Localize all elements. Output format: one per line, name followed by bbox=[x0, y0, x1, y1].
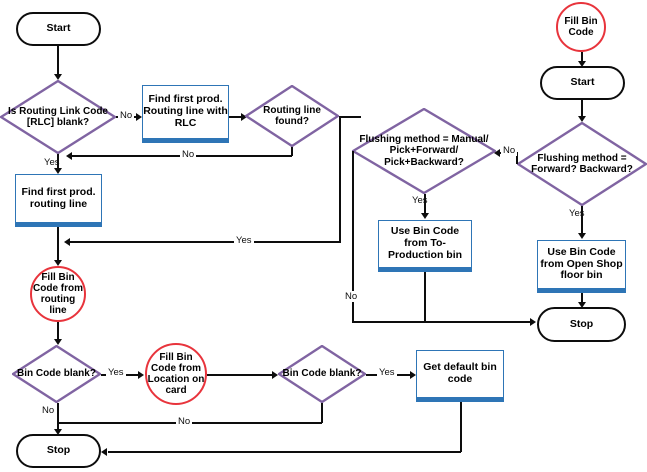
connector-to-production-v bbox=[424, 272, 426, 322]
edge-label-rlc-yes: Yes bbox=[42, 157, 62, 168]
connector-open-shop-to-stop bbox=[581, 293, 583, 304]
connector-default-bin-h bbox=[108, 451, 461, 453]
connector-to-production-h bbox=[352, 321, 532, 323]
node-stop-left: Stop bbox=[16, 434, 101, 468]
node-label: Flushing method = Forward? Backward? bbox=[531, 152, 633, 175]
node-label: Flushing method = Manual/ Pick+Forward/ … bbox=[359, 134, 489, 168]
connector-bin2-no-v bbox=[321, 403, 323, 423]
node-is-rlc-blank: Is Routing Link Code [RLC] blank? bbox=[0, 80, 116, 154]
node-stop-right: Stop bbox=[537, 307, 626, 342]
diamond-shape-icon bbox=[352, 108, 496, 194]
node-label: Stop bbox=[569, 317, 594, 330]
node-label: Bin Code blank? bbox=[282, 368, 362, 380]
arrow-left-stop-left bbox=[101, 448, 107, 456]
node-flushing-method-forward-backward: Flushing method = Forward? Backward? bbox=[517, 122, 647, 206]
node-label: Use Bin Code from Open Shop floor bin bbox=[540, 245, 623, 282]
node-bin-code-blank-2: Bin Code blank? bbox=[278, 345, 366, 403]
edge-label-found-no: No bbox=[180, 149, 197, 160]
node-use-bin-code-open-shop-floor: Use Bin Code from Open Shop floor bin bbox=[537, 240, 626, 293]
connector-routing-to-fillbin bbox=[57, 227, 59, 262]
edge-label-bin2-no: No bbox=[176, 416, 193, 427]
edge-label-flush-manual-yes: Yes bbox=[410, 195, 430, 206]
edge-label-bin1-no: No bbox=[40, 405, 57, 416]
edge-label-flush-manual-no: No bbox=[343, 291, 360, 302]
node-find-first-prod-routing-line-with-rlc: Find first prod. Routing line with RLC bbox=[142, 85, 229, 143]
diamond-shape-icon bbox=[245, 85, 339, 147]
diamond-shape-icon bbox=[517, 122, 647, 206]
node-bin-code-blank-1: Bin Code blank? bbox=[12, 345, 101, 403]
arrow-down-open-shop-floor bbox=[578, 233, 586, 239]
arrow-down-bin1 bbox=[54, 339, 62, 345]
node-start-right: Start bbox=[540, 66, 625, 100]
connector-start-to-rlc bbox=[57, 46, 59, 74]
node-find-first-prod-routing-line: Find first prod. routing line bbox=[15, 174, 102, 227]
node-fill-bin-code-from-routing-line: Fill Bin Code from routing line bbox=[30, 266, 86, 322]
connector-rlc-yes bbox=[57, 154, 59, 169]
connector-fillbincode-to-start bbox=[581, 52, 583, 63]
connector-default-bin-v bbox=[460, 402, 462, 452]
arrow-left-found-no bbox=[66, 152, 72, 160]
arrow-right-routing-found bbox=[241, 113, 247, 121]
node-label: Bin Code blank? bbox=[17, 368, 96, 380]
arrow-right-bin2 bbox=[272, 371, 278, 379]
node-label: Is Routing Link Code [RLC] blank? bbox=[8, 105, 108, 128]
arrow-down-find-routing bbox=[54, 168, 62, 174]
connector-flush-fb-yes bbox=[581, 206, 583, 234]
edge-label-found-yes: Yes bbox=[234, 235, 254, 246]
arrow-right-stop-right bbox=[530, 318, 536, 326]
edge-label-rlc-no: No bbox=[118, 110, 135, 121]
arrow-left-flush-manual bbox=[494, 149, 500, 157]
connector-location-to-bin2 bbox=[207, 374, 275, 376]
node-label: Fill Bin Code from routing line bbox=[33, 271, 83, 317]
arrow-left-found-yes bbox=[64, 238, 70, 246]
arrow-down-start-right bbox=[578, 61, 586, 67]
connector-fillbin-to-bin1 bbox=[57, 322, 59, 340]
connector-flush-manual-yes bbox=[424, 194, 426, 214]
node-get-default-bin-code: Get default bin code bbox=[416, 350, 504, 402]
node-label: Start bbox=[570, 76, 595, 89]
node-label: Use Bin Code from To-Production bin bbox=[387, 225, 463, 261]
arrow-right-default-bin bbox=[410, 371, 416, 379]
connector-flush-fb-no-v bbox=[516, 152, 518, 164]
edge-label-bin1-yes: Yes bbox=[106, 367, 126, 378]
node-label: Fill Bin Code bbox=[564, 15, 598, 38]
arrow-down-fillbin-routing bbox=[54, 260, 62, 266]
edge-label-bin2-yes: Yes bbox=[377, 367, 397, 378]
arrow-down-stop-left bbox=[54, 429, 62, 435]
arrow-down-rlc bbox=[54, 74, 62, 80]
node-label: Fill Bin Code from Location on card bbox=[147, 351, 205, 397]
node-fill-bin-code: Fill Bin Code bbox=[556, 2, 606, 52]
node-label: Start bbox=[46, 22, 71, 35]
arrow-right-find-rlc bbox=[136, 113, 142, 121]
node-fill-bin-code-from-location-on-card: Fill Bin Code from Location on card bbox=[145, 343, 207, 405]
connector-found-yes-h1 bbox=[339, 116, 361, 118]
arrow-down-flush-fb bbox=[578, 116, 586, 122]
connector-flush-manual-no-v bbox=[352, 151, 354, 322]
connector-found-no-v bbox=[291, 147, 293, 156]
node-label: Find first prod. routing line bbox=[21, 185, 96, 210]
connector-found-yes-v bbox=[339, 116, 341, 243]
connector-bin1-no bbox=[57, 403, 59, 431]
diamond-shape-icon bbox=[278, 345, 366, 403]
arrow-down-to-production-bin bbox=[421, 213, 429, 219]
node-label: Routing line found? bbox=[263, 104, 321, 127]
connector-start-right-to-flush bbox=[581, 100, 583, 118]
node-start-left: Start bbox=[16, 12, 101, 46]
node-label: Stop bbox=[46, 444, 71, 457]
diamond-shape-icon bbox=[12, 345, 101, 403]
arrow-down-stop-right-node bbox=[578, 302, 586, 308]
node-label: Get default bin code bbox=[423, 361, 497, 385]
node-label: Find first prod. Routing line with RLC bbox=[143, 93, 228, 129]
edge-label-flush-fb-no: No bbox=[501, 145, 518, 156]
connector-found-yes-h2 bbox=[70, 241, 341, 243]
node-flushing-method-manual: Flushing method = Manual/ Pick+Forward/ … bbox=[352, 108, 496, 194]
node-use-bin-code-to-production: Use Bin Code from To-Production bin bbox=[378, 220, 472, 272]
diamond-shape-icon bbox=[0, 80, 116, 154]
arrow-right-location-card bbox=[138, 371, 144, 379]
connector-rlc-process-to-found bbox=[229, 116, 245, 118]
node-routing-line-found: Routing line found? bbox=[245, 85, 339, 147]
edge-label-flush-fb-yes: Yes bbox=[567, 208, 587, 219]
